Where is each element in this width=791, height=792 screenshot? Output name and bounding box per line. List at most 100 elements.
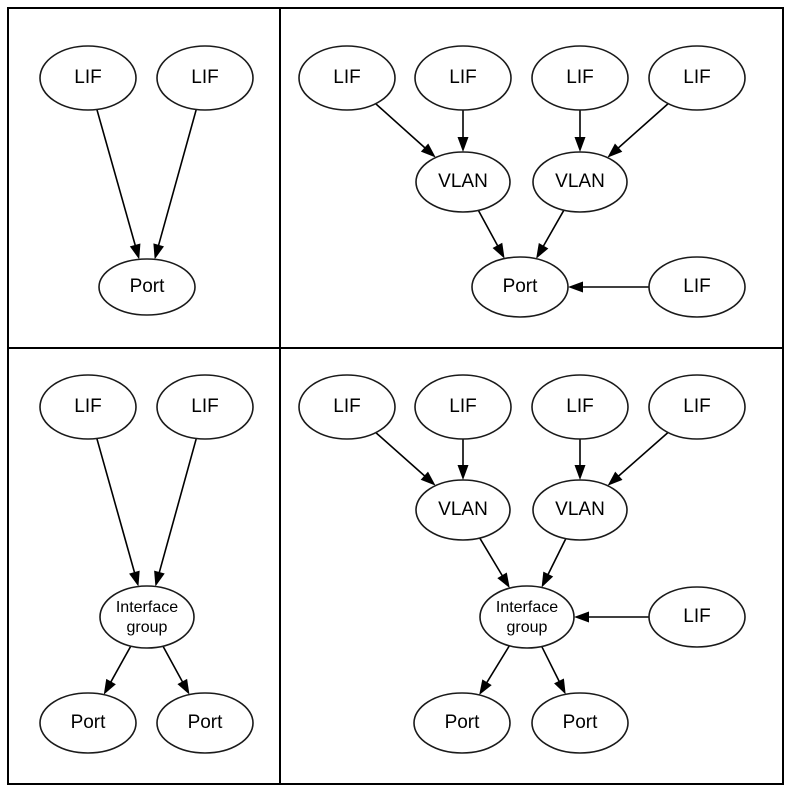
node-ellipse[interactable] bbox=[156, 692, 254, 754]
node-tr-vlan-1[interactable]: VLAN bbox=[415, 151, 511, 213]
node-tl-lif-2[interactable]: LIF bbox=[156, 45, 254, 111]
node-br-port-1[interactable]: Port bbox=[413, 692, 511, 754]
node-ellipse[interactable] bbox=[532, 479, 628, 541]
node-br-lif-5[interactable]: LIF bbox=[648, 586, 746, 648]
arrowhead-icon bbox=[497, 572, 510, 589]
node-ellipse[interactable] bbox=[39, 374, 137, 440]
node-tr-lif-3[interactable]: LIF bbox=[531, 45, 629, 111]
edge-tr-lif-4-to-tr-vlan-2 bbox=[607, 103, 669, 158]
node-tr-vlan-2[interactable]: VLAN bbox=[532, 151, 628, 213]
node-tl-lif-1[interactable]: LIF bbox=[39, 45, 137, 111]
edge-br-lif-2-to-br-vlan-1 bbox=[457, 439, 469, 480]
arrowhead-icon bbox=[129, 243, 141, 260]
arrowhead-icon bbox=[457, 137, 469, 152]
node-bl-port-2[interactable]: Port bbox=[156, 692, 254, 754]
node-ellipse[interactable] bbox=[413, 692, 511, 754]
arrowhead-icon bbox=[607, 143, 623, 158]
node-ellipse[interactable] bbox=[298, 374, 396, 440]
arrowhead-icon bbox=[457, 465, 469, 480]
node-ellipse[interactable] bbox=[532, 151, 628, 213]
node-ellipse[interactable] bbox=[415, 151, 511, 213]
node-bl-lif-1[interactable]: LIF bbox=[39, 374, 137, 440]
arrowhead-icon bbox=[541, 571, 554, 588]
edge-tr-lif-3-to-tr-vlan-2 bbox=[574, 110, 586, 152]
edge-br-lif-5-to-br-ifg-1 bbox=[574, 611, 649, 623]
node-tr-lif-4[interactable]: LIF bbox=[648, 45, 746, 111]
arrowhead-icon bbox=[103, 678, 116, 695]
node-ellipse[interactable] bbox=[156, 45, 254, 111]
node-ellipse[interactable] bbox=[298, 45, 396, 111]
node-ellipse[interactable] bbox=[531, 692, 629, 754]
node-ellipse[interactable] bbox=[414, 45, 512, 111]
arrowhead-icon bbox=[154, 570, 165, 587]
outer-border bbox=[7, 7, 784, 785]
node-br-lif-1[interactable]: LIF bbox=[298, 374, 396, 440]
edge-line bbox=[541, 646, 561, 684]
node-tr-lif-2[interactable]: LIF bbox=[414, 45, 512, 111]
edge-line bbox=[375, 103, 427, 150]
edge-line bbox=[375, 431, 427, 478]
node-ellipse[interactable] bbox=[471, 256, 569, 318]
edge-bl-lif-2-to-bl-ifg-1 bbox=[154, 438, 198, 587]
node-tr-lif-1[interactable]: LIF bbox=[298, 45, 396, 111]
node-ellipse[interactable] bbox=[414, 374, 512, 440]
edge-tr-vlan-2-to-tr-port-1 bbox=[536, 209, 565, 259]
node-bl-port-1[interactable]: Port bbox=[39, 692, 137, 754]
edge-br-lif-1-to-br-vlan-1 bbox=[375, 431, 436, 486]
edge-line bbox=[616, 431, 669, 478]
edge-line bbox=[158, 438, 198, 575]
edge-line bbox=[96, 438, 136, 575]
node-ellipse[interactable] bbox=[156, 374, 254, 440]
node-br-lif-2[interactable]: LIF bbox=[414, 374, 512, 440]
node-ellipse[interactable] bbox=[531, 45, 629, 111]
arrowhead-icon bbox=[574, 465, 586, 480]
panel-frame-layer bbox=[7, 7, 784, 785]
edge-bl-ifg-1-to-bl-port-1 bbox=[103, 645, 132, 695]
arrowhead-icon bbox=[568, 281, 583, 293]
node-br-lif-3[interactable]: LIF bbox=[531, 374, 629, 440]
node-ellipse[interactable] bbox=[648, 256, 746, 318]
node-ellipse[interactable] bbox=[98, 258, 196, 316]
edge-tr-lif-1-to-tr-vlan-1 bbox=[375, 103, 436, 158]
node-ellipse[interactable] bbox=[99, 585, 195, 649]
edge-tl-lif-2-to-tl-port-1 bbox=[153, 109, 198, 260]
node-ellipse[interactable] bbox=[648, 374, 746, 440]
arrowhead-icon bbox=[536, 242, 549, 259]
node-ellipse[interactable] bbox=[415, 479, 511, 541]
edge-br-vlan-1-to-br-ifg-1 bbox=[479, 537, 510, 589]
node-ellipse[interactable] bbox=[479, 585, 575, 649]
node-tr-port-1[interactable]: Port bbox=[471, 256, 569, 318]
node-br-lif-4[interactable]: LIF bbox=[648, 374, 746, 440]
node-ellipse[interactable] bbox=[531, 374, 629, 440]
edge-layer bbox=[96, 103, 669, 695]
node-br-port-2[interactable]: Port bbox=[531, 692, 629, 754]
arrowhead-icon bbox=[420, 143, 436, 158]
node-ellipse[interactable] bbox=[39, 45, 137, 111]
node-tr-lif-5[interactable]: LIF bbox=[648, 256, 746, 318]
node-ellipse[interactable] bbox=[648, 45, 746, 111]
arrowhead-icon bbox=[177, 678, 190, 695]
node-bl-lif-2[interactable]: LIF bbox=[156, 374, 254, 440]
edge-line bbox=[157, 109, 198, 248]
edge-line bbox=[477, 209, 500, 248]
arrowhead-icon bbox=[153, 243, 164, 260]
arrowhead-icon bbox=[574, 137, 586, 152]
arrowhead-icon bbox=[492, 242, 505, 259]
arrowhead-icon bbox=[129, 570, 140, 587]
arrowhead-icon bbox=[574, 611, 589, 623]
edge-line bbox=[96, 109, 137, 248]
node-tl-port-1[interactable]: Port bbox=[98, 258, 196, 316]
node-ellipse[interactable] bbox=[39, 692, 137, 754]
arrowhead-icon bbox=[607, 471, 623, 486]
edge-line bbox=[109, 645, 132, 684]
node-br-vlan-1[interactable]: VLAN bbox=[415, 479, 511, 541]
node-ellipse[interactable] bbox=[648, 586, 746, 648]
arrowhead-icon bbox=[479, 679, 492, 695]
arrowhead-icon bbox=[554, 678, 566, 695]
node-br-vlan-2[interactable]: VLAN bbox=[532, 479, 628, 541]
edge-line bbox=[485, 645, 511, 685]
